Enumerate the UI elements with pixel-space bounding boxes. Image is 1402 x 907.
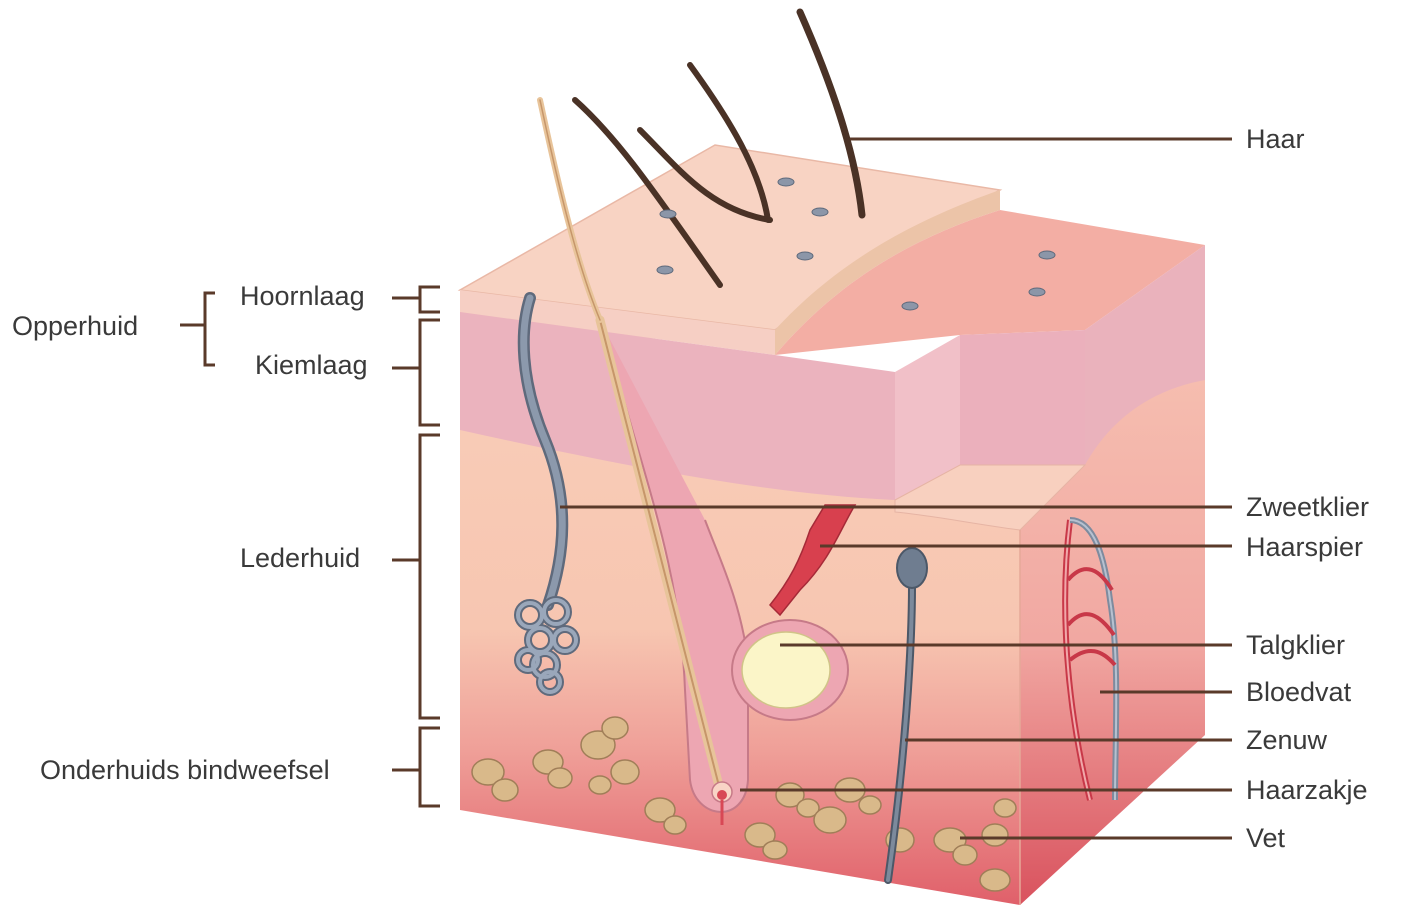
label-hoornlaag: Hoornlaag [240,281,365,311]
label-zenuw: Zenuw [1246,725,1328,755]
label-vet: Vet [1246,823,1286,853]
label-haar: Haar [1246,124,1305,154]
label-kiemlaag: Kiemlaag [255,350,368,380]
label-lederhuid: Lederhuid [240,543,360,573]
skin-block [460,12,1205,905]
label-talgklier: Talgklier [1246,630,1345,660]
label-haarspier: Haarspier [1246,532,1363,562]
label-zweetklier: Zweetklier [1246,492,1369,522]
germ-layer-step-front [960,330,1085,465]
label-bloedvat: Bloedvat [1246,677,1352,707]
right-labels: Haar Zweetklier Haarspier Talgklier Bloe… [1246,124,1369,853]
left-labels: Opperhuid Hoornlaag Kiemlaag Lederhuid O… [12,281,368,785]
label-haarzakje: Haarzakje [1246,775,1368,805]
label-onderhuids-bindweefsel: Onderhuids bindweefsel [40,755,330,785]
label-opperhuid: Opperhuid [12,311,138,341]
sebaceous-gland [732,620,848,720]
